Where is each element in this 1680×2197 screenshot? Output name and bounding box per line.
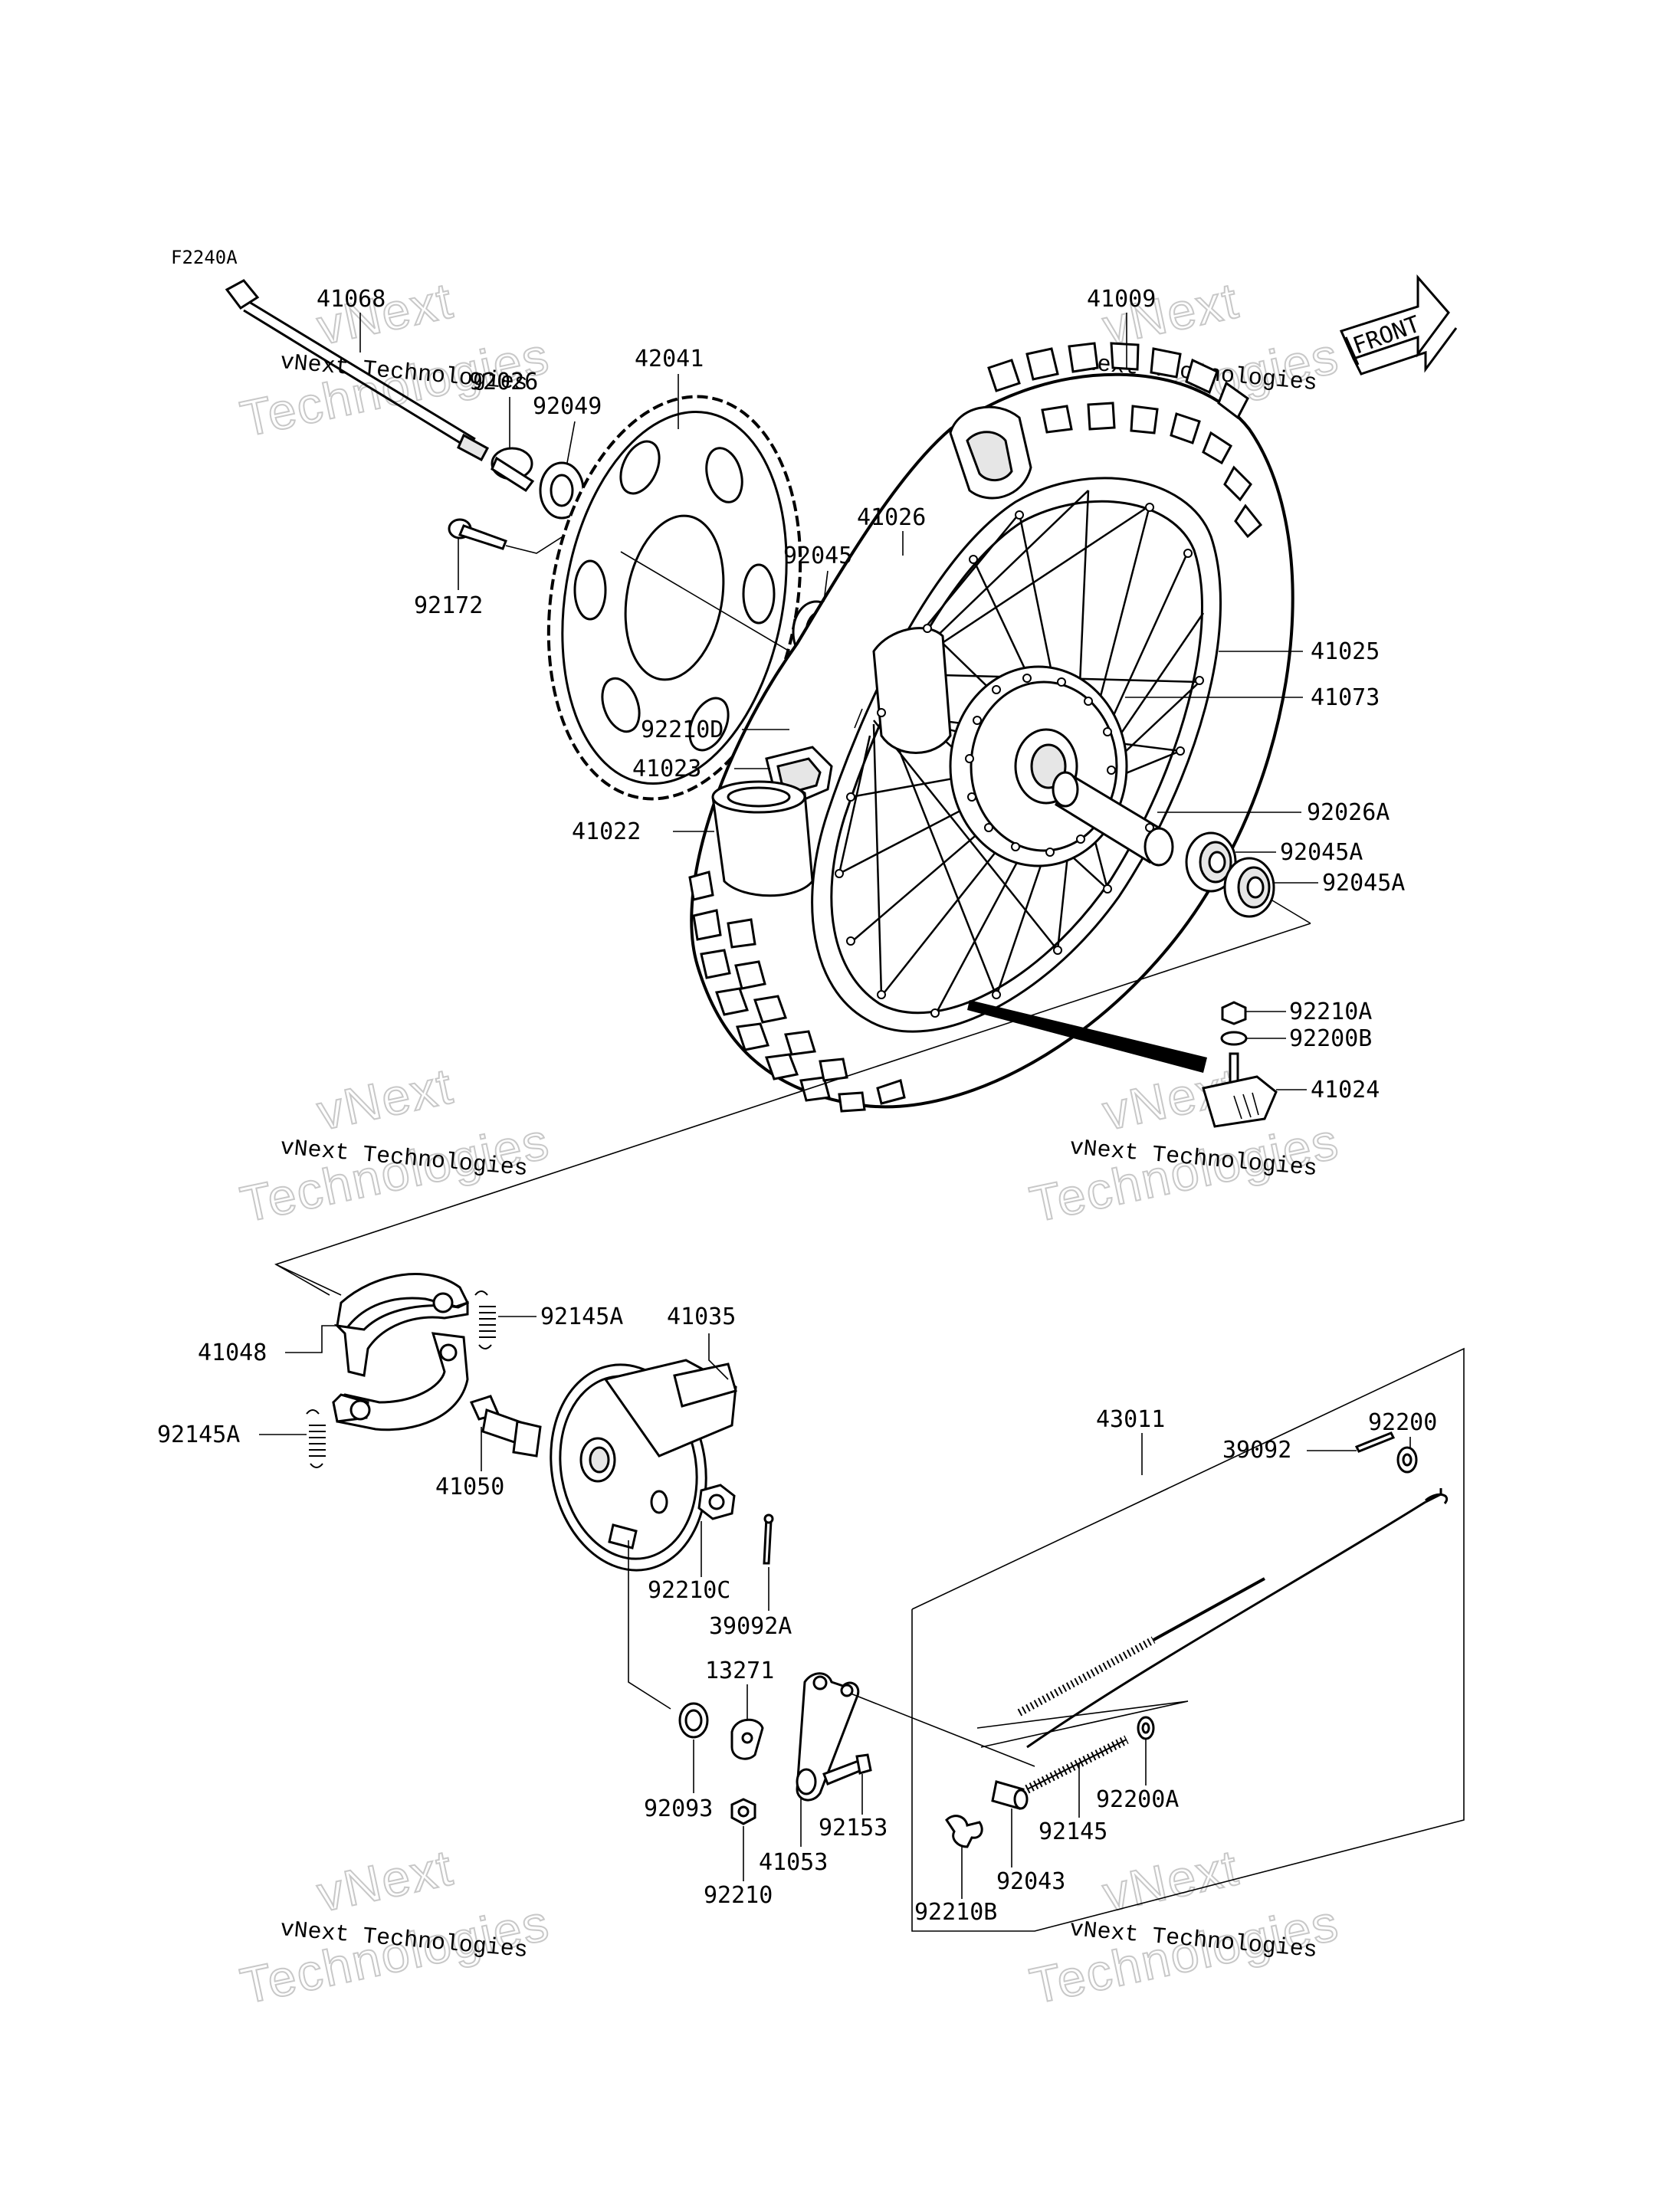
watermark-top-left: vNext Technologies vNext Technologies	[235, 271, 556, 448]
watermark-bottom-right: vNext Technologies vNext Technologies	[1025, 1838, 1345, 2015]
label-41050: 41050	[435, 1474, 504, 1500]
watermark-bottom-left: vNext Technologies vNext Technologies	[235, 1838, 556, 2015]
tire-cross-section	[949, 405, 1032, 500]
label-13271: 13271	[705, 1658, 774, 1684]
bearing-92045A-upper	[1185, 831, 1237, 893]
valve-41024	[1202, 1052, 1278, 1128]
label-92045A-lower: 92045A	[1322, 870, 1405, 897]
watermark-text: vNext	[313, 1057, 458, 1141]
tire-tread-top	[987, 342, 1263, 539]
watermark-text: vNext	[1098, 1838, 1244, 1923]
o-ring-92093	[678, 1702, 709, 1739]
spacer-92026A	[1052, 771, 1174, 867]
label-92145A-upper: 92145A	[540, 1303, 623, 1330]
brake-leaders	[275, 1264, 671, 1710]
joint-92043	[991, 1780, 1029, 1810]
nut-92210	[730, 1798, 756, 1825]
washer-92200	[1396, 1446, 1418, 1474]
label-92210D: 92210D	[641, 716, 724, 743]
collar-92026	[491, 447, 535, 493]
watermark-text: vNext	[313, 271, 458, 356]
label-92210A: 92210A	[1289, 998, 1372, 1025]
spoke-nipples	[835, 503, 1204, 1018]
cotter-pin-39092A	[763, 1513, 774, 1565]
label-41023: 41023	[632, 756, 701, 782]
watermark-mid-left: vNext Technologies vNext Technologies	[235, 1056, 556, 1234]
label-41068: 41068	[317, 286, 386, 313]
spring-92145A-upper	[474, 1290, 496, 1349]
brake-shoe-lower	[332, 1332, 469, 1431]
hub-41073	[949, 665, 1128, 867]
label-41026: 41026	[857, 504, 926, 531]
wing-nut-92210B	[945, 1815, 983, 1848]
brake-lever-41053	[796, 1672, 860, 1802]
label-92200A: 92200A	[1096, 1786, 1179, 1813]
hub-left-flange	[872, 627, 952, 754]
label-leader-lines	[259, 313, 1411, 1899]
brake-shoe-upper	[333, 1273, 470, 1377]
label-92210: 92210	[704, 1882, 773, 1909]
watermark-text: vNext	[313, 1838, 458, 1923]
tire-tread-bottom	[688, 871, 906, 1113]
valve-location-pointer	[967, 1000, 1207, 1073]
label-92210B: 92210B	[914, 1899, 997, 1926]
label-39092A: 39092A	[709, 1613, 792, 1640]
label-92200: 92200	[1368, 1409, 1437, 1436]
valve-nut-92210A	[1221, 1001, 1247, 1025]
label-92172: 92172	[414, 592, 483, 619]
rear-wheel-assembly	[688, 342, 1294, 1113]
label-92210C: 92210C	[648, 1577, 730, 1604]
brake-rod-threaded-end	[1017, 1577, 1265, 1717]
label-42041: 42041	[635, 346, 704, 372]
bolt-92172	[448, 518, 576, 554]
brake-rod-43011	[1026, 1488, 1448, 1749]
part-labels: 41068 92026 92049 42041 92172 41009 4102…	[157, 286, 1437, 1926]
label-41024: 41024	[1311, 1077, 1380, 1103]
indicator-13271	[730, 1718, 764, 1760]
castle-nut-92210C	[697, 1484, 736, 1520]
label-92049: 92049	[533, 393, 602, 420]
bearing-92045A-lower	[1223, 857, 1275, 918]
label-92043: 92043	[996, 1868, 1065, 1895]
label-92145: 92145	[1039, 1818, 1107, 1845]
spring-92145A-lower	[306, 1409, 326, 1468]
label-39092: 39092	[1222, 1437, 1291, 1464]
label-43011: 43011	[1096, 1406, 1165, 1433]
label-41073: 41073	[1311, 684, 1380, 711]
brake-rod-group-outline	[850, 1347, 1465, 1932]
label-41035: 41035	[667, 1303, 736, 1330]
label-41022: 41022	[572, 818, 641, 845]
label-92153: 92153	[819, 1815, 888, 1841]
watermark-mid-right: vNext Technologies vNext Technologies	[1025, 1056, 1345, 1234]
label-41025: 41025	[1311, 638, 1380, 665]
tube-cross-section	[711, 780, 814, 897]
valve-washer-92200B	[1220, 1031, 1248, 1046]
label-92045A-upper: 92045A	[1280, 839, 1363, 866]
label-92145A-lower: 92145A	[157, 1421, 240, 1448]
label-92045: 92045	[783, 543, 852, 569]
washer-92200A	[1137, 1716, 1155, 1740]
axle-41068	[225, 279, 490, 462]
brake-panel-41035	[550, 1359, 737, 1572]
brake-cam-41050	[469, 1395, 542, 1458]
cotter-pin-39092	[1354, 1431, 1396, 1453]
label-41009: 41009	[1087, 286, 1156, 313]
front-arrow-icon: FRONT	[1339, 274, 1458, 375]
label-92026: 92026	[469, 369, 538, 395]
diagram-code: F2240A	[171, 247, 238, 268]
spring-92145	[1025, 1735, 1129, 1794]
label-92093: 92093	[644, 1795, 713, 1822]
bolt-92153	[822, 1753, 872, 1785]
label-41048: 41048	[198, 1340, 267, 1366]
label-41053: 41053	[759, 1849, 828, 1876]
label-92200B: 92200B	[1289, 1025, 1372, 1052]
label-92026A: 92026A	[1307, 799, 1390, 826]
